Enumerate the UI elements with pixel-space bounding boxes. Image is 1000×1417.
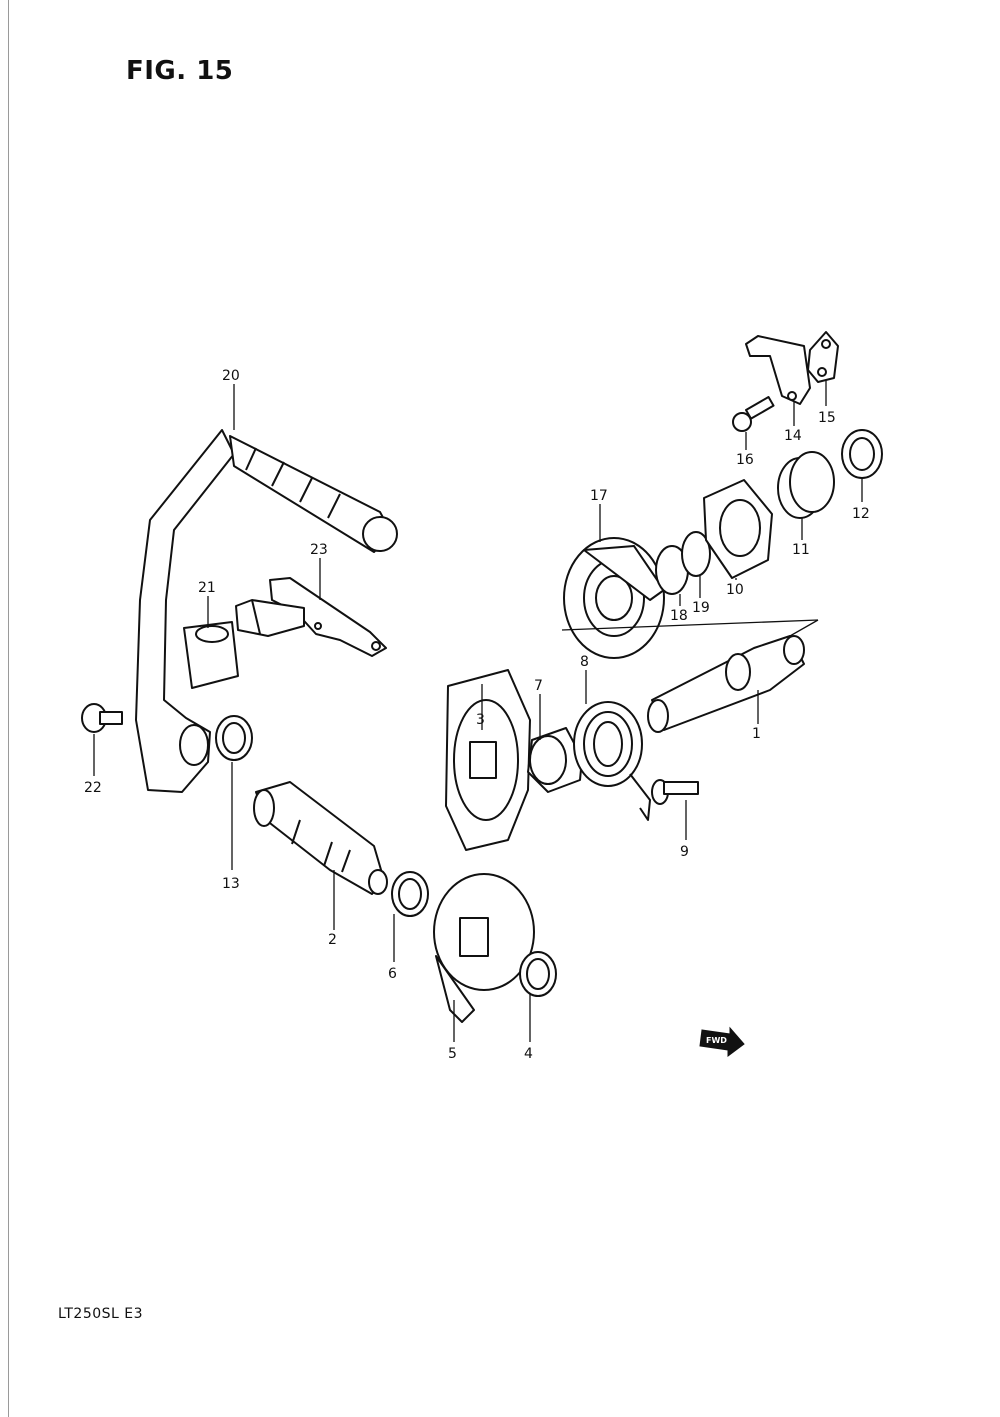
- callout-2: 2: [328, 932, 337, 948]
- part-2-kick-shaft: [253, 781, 388, 895]
- part-7-collar: [527, 727, 583, 793]
- callout-17: 17: [590, 488, 608, 504]
- callout-6: 6: [388, 966, 397, 982]
- leader-lines: [93, 380, 863, 1042]
- part-23-clamp-piece: [235, 599, 305, 637]
- callout-14: 14: [784, 428, 802, 444]
- part-5-bevel-gear: [433, 873, 535, 1023]
- part-21-rubber-cap: [183, 621, 239, 689]
- callout-4: 4: [524, 1046, 533, 1062]
- part-6-washer: [391, 871, 429, 917]
- callout-7: 7: [534, 678, 543, 694]
- part-3-bevel-gear: [445, 669, 531, 851]
- callout-5: 5: [448, 1046, 457, 1062]
- part-17-idle-gear: [563, 537, 665, 659]
- part-12-washer: [841, 429, 883, 479]
- part-15-plate: [807, 331, 839, 383]
- part-22-bolt: [81, 703, 123, 733]
- callout-1: 1: [752, 726, 761, 742]
- callout-20: 20: [222, 368, 240, 384]
- model-code: LT250SL E3: [58, 1306, 144, 1322]
- part-11-spring: [777, 451, 835, 519]
- part-8-return-spring: [573, 701, 651, 821]
- callout-11: 11: [792, 542, 810, 558]
- callout-9: 9: [680, 844, 689, 860]
- callout-8: 8: [580, 654, 589, 670]
- part-4-washer: [519, 951, 557, 997]
- callout-labels: 1 2 3 4 5 6 7 8 9 10 11 12 13 14 15 16 1…: [84, 368, 870, 1062]
- part-9-bolt: [651, 779, 699, 805]
- callout-22: 22: [84, 780, 102, 796]
- callout-23: 23: [310, 542, 328, 558]
- part-19-circlip: [681, 531, 711, 577]
- part-10-guide: [703, 479, 773, 579]
- part-1-drive-shaft: [647, 635, 805, 733]
- callout-15: 15: [818, 410, 836, 426]
- callout-12: 12: [852, 506, 870, 522]
- callout-18: 18: [670, 608, 688, 624]
- callout-3: 3: [476, 712, 485, 728]
- callout-19: 19: [692, 600, 710, 616]
- callout-13: 13: [222, 876, 240, 892]
- callout-16: 16: [736, 452, 754, 468]
- part-16-bolt: [732, 396, 775, 432]
- part-14-stopper-plate: [745, 335, 811, 405]
- fwd-label: FWD: [706, 1036, 727, 1045]
- part-13-oil-seal: [215, 715, 253, 761]
- fwd-arrow-icon: FWD: [699, 1026, 745, 1057]
- part-20-kick-lever: [135, 429, 398, 793]
- figure-title: FIG. 15: [126, 56, 234, 86]
- callout-21: 21: [198, 580, 216, 596]
- callout-10: 10: [726, 582, 744, 598]
- page-edge-line: [8, 0, 9, 1417]
